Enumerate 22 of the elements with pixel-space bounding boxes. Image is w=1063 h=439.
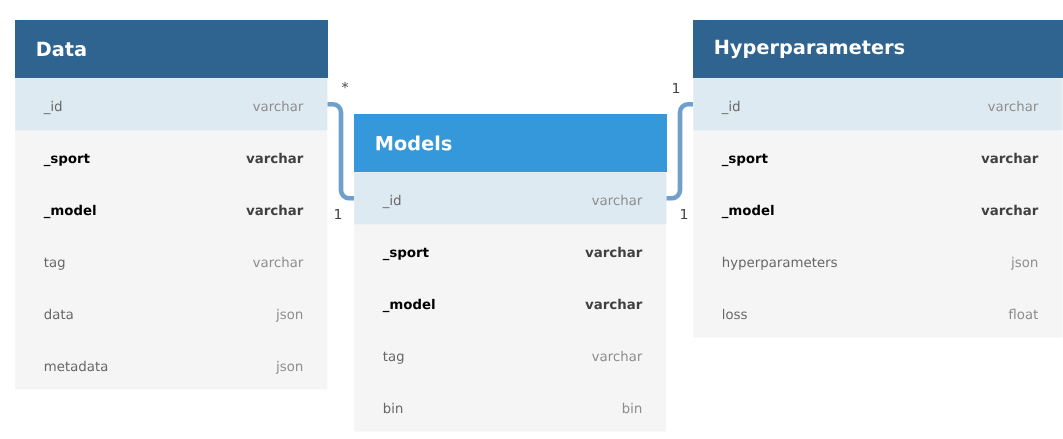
table-row: tag varchar <box>44 256 304 270</box>
table-row: tag varchar <box>383 350 643 364</box>
table-row: _model varchar <box>382 298 643 313</box>
table-row: _sport varchar <box>382 246 643 261</box>
connector-line <box>666 101 693 201</box>
table-row: hyperparameters json <box>722 256 1038 270</box>
connector-line <box>327 101 354 201</box>
cardinality-label: 1 <box>673 82 680 94</box>
cardinality-label: 1 <box>335 208 342 220</box>
table-row: _model varchar <box>43 204 304 219</box>
table-row: bin bin <box>383 402 642 414</box>
cardinality-label: * <box>341 81 349 89</box>
table-row: _sport varchar <box>43 152 304 167</box>
table-row: _sport varchar <box>721 152 1039 167</box>
table-row: _id varchar <box>354 172 667 225</box>
table-row: _id varchar <box>15 78 328 131</box>
table-row: loss float <box>723 308 1038 320</box>
cardinality-label: 1 <box>681 208 688 220</box>
table-row: _model varchar <box>721 204 1039 219</box>
table-row: data json <box>44 308 303 322</box>
table-row: metadata json <box>44 360 303 374</box>
table-row: _id varchar <box>693 78 1063 131</box>
